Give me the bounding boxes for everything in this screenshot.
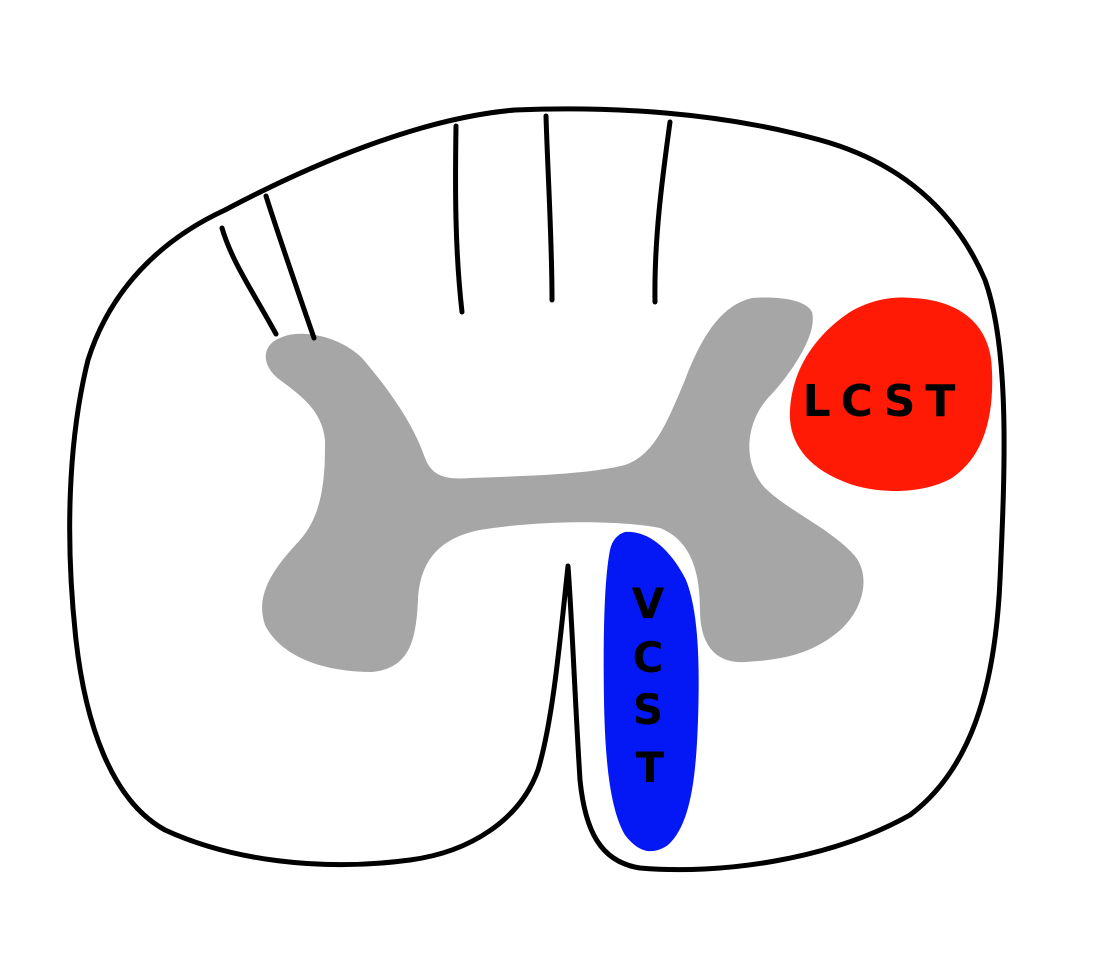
gray-matter: [262, 297, 864, 672]
dorsal-line-center-left: [453, 123, 465, 315]
vcst-region: [603, 531, 699, 852]
dorsal-line-left-inner: [263, 193, 317, 341]
lcst-label: LCST: [803, 376, 966, 427]
vcst-letter-3: S: [633, 685, 663, 734]
vcst-letter-2: C: [633, 633, 664, 682]
vcst-letter-4: T: [636, 743, 665, 792]
dorsal-line-center-right: [652, 119, 673, 305]
dorsal-line-left-outer: [219, 225, 279, 337]
dorsal-median-septum: [543, 113, 555, 303]
vcst-label: V C S T: [632, 579, 665, 792]
vcst-letter-1: V: [632, 579, 665, 628]
lcst-region: [789, 297, 993, 491]
